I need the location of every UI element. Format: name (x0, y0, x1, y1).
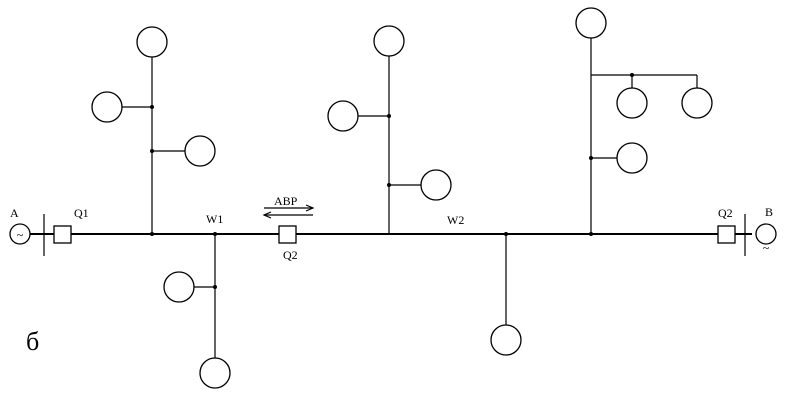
source-a-generator (9, 223, 31, 245)
load-4-bottom (490, 324, 522, 356)
junction-5a (630, 73, 634, 77)
source-b-generator (755, 223, 777, 245)
load-5-b (681, 87, 713, 119)
source-b-label: B (765, 205, 773, 219)
figure-letter: б (26, 327, 39, 356)
avr-arrow-left-head (262, 211, 272, 219)
junction-5c (589, 232, 593, 236)
source-a-generator-symbol: ~ (17, 228, 24, 242)
line-w1-label: W1 (206, 212, 223, 226)
avr-arrow-right-head (305, 204, 315, 212)
breaker-q2-sectional-label: Q2 (283, 248, 298, 262)
junction-1c (150, 232, 154, 236)
load-2-bottom (199, 357, 231, 389)
load-1-right (184, 135, 216, 167)
junction-1b (150, 149, 154, 153)
breaker-q2-right (717, 225, 736, 244)
junction-2b (213, 285, 217, 289)
load-3-top (373, 25, 405, 57)
avr-label: АВР (274, 194, 298, 208)
load-3-left (327, 100, 359, 132)
junction-5b (589, 156, 593, 160)
junction-3b (387, 183, 391, 187)
load-2-left (163, 271, 195, 303)
source-b-generator-symbol: ~ (763, 241, 770, 255)
source-a-label: A (10, 206, 19, 220)
junction-3a (387, 114, 391, 118)
load-5-top (575, 7, 607, 39)
junction-1a (150, 105, 154, 109)
breaker-q1 (53, 225, 72, 244)
breaker-q2-right-label: Q2 (718, 206, 733, 220)
breaker-q1-label: Q1 (74, 206, 89, 220)
load-1-left (91, 91, 123, 123)
load-5-a (616, 87, 648, 119)
junction-2a (213, 232, 217, 236)
load-1-top (136, 26, 168, 58)
breaker-q2-sectional (278, 225, 297, 244)
load-5-right (616, 142, 648, 174)
junction-4 (504, 232, 508, 236)
line-w2-label: W2 (447, 213, 464, 227)
load-3-right (420, 169, 452, 201)
